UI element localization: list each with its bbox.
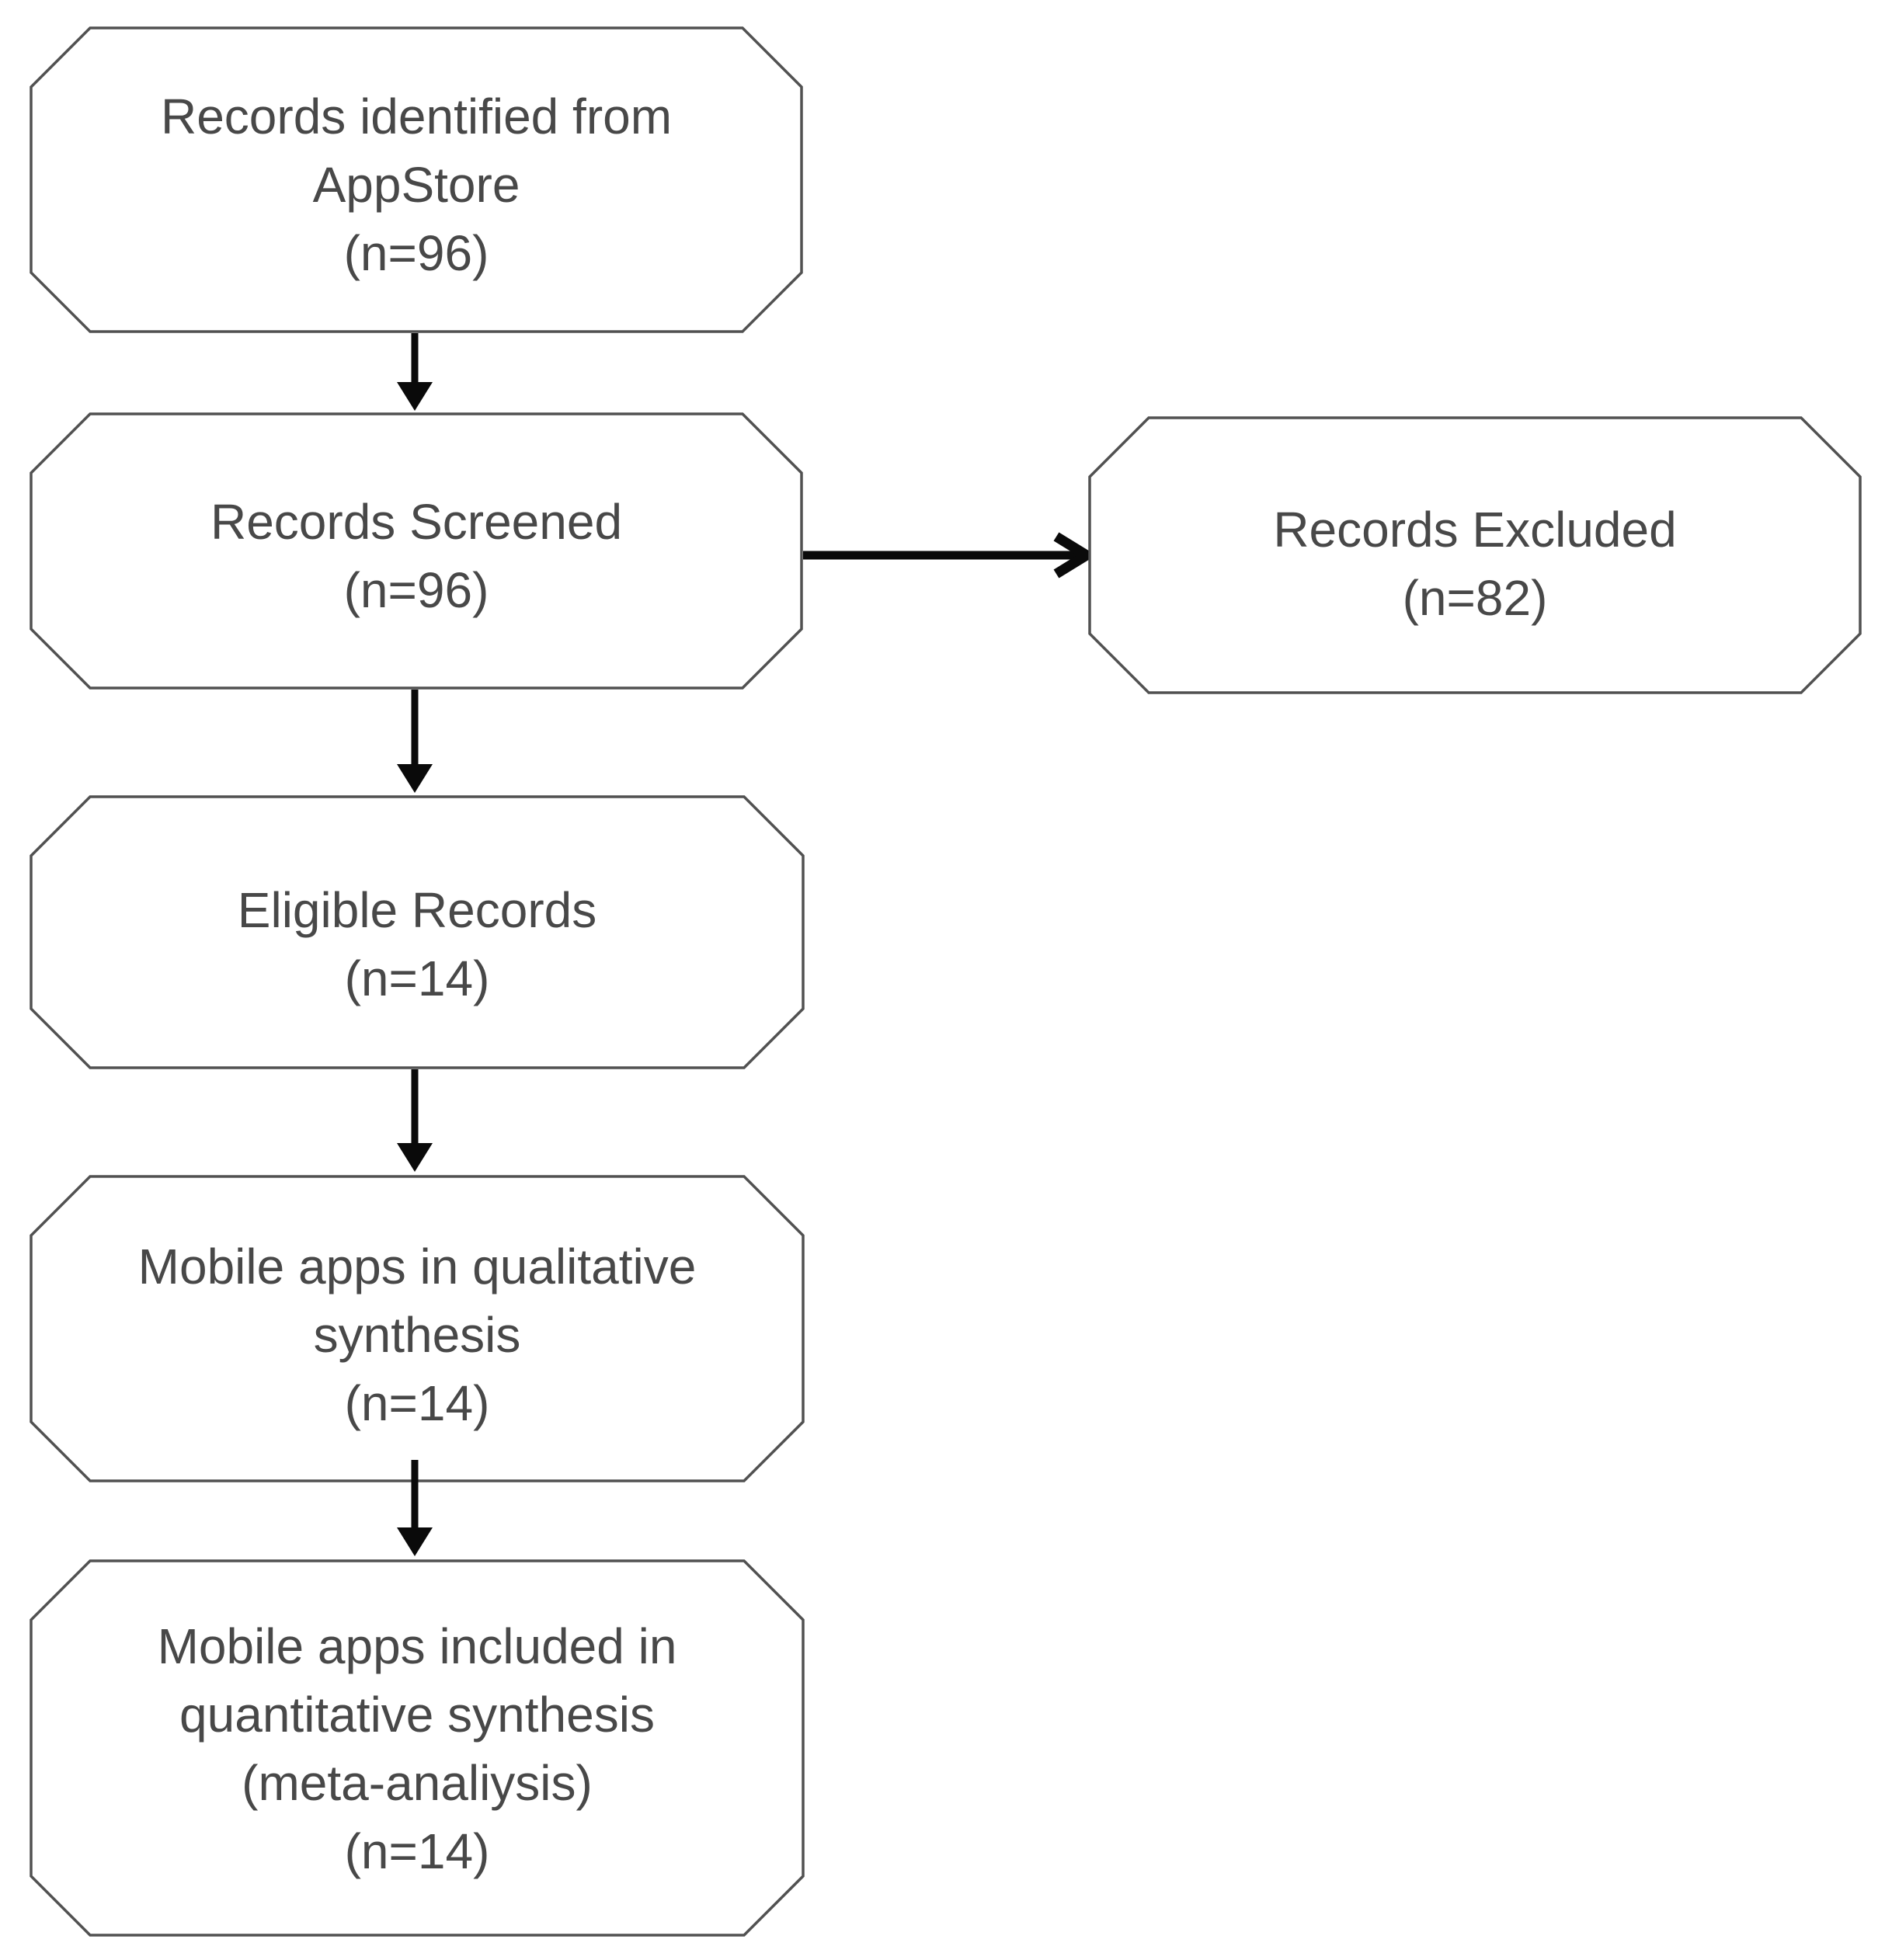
box-qualitative-synthesis: Mobile apps in qualitative synthesis (n=…: [30, 1175, 805, 1482]
quantitative-synthesis-line-3: (meta-analiysis): [242, 1755, 593, 1811]
eligible-records-line-1: Eligible Records: [238, 882, 596, 938]
qualitative-synthesis-line-2: synthesis: [314, 1307, 521, 1363]
quantitative-synthesis-count: (n=14): [345, 1823, 490, 1879]
records-identified-count: (n=96): [344, 225, 489, 281]
box-records-excluded: Records Excluded (n=82): [1088, 416, 1862, 694]
quantitative-synthesis-line-1: Mobile apps included in: [158, 1618, 677, 1674]
box-quantitative-synthesis: Mobile apps included in quantitative syn…: [30, 1559, 805, 1937]
box-eligible-records: Eligible Records (n=14): [30, 795, 805, 1069]
quantitative-synthesis-shape: [30, 1559, 805, 1937]
records-screened-line-1: Records Screened: [210, 494, 622, 550]
box-records-identified: Records identified from AppStore (n=96): [30, 26, 803, 333]
records-screened-count: (n=96): [344, 562, 489, 618]
records-excluded-line-1: Records Excluded: [1273, 502, 1676, 558]
arrow-screened-to-excluded: [803, 532, 1097, 579]
arrow-identified-to-screened-head: [397, 382, 433, 411]
records-excluded-count: (n=82): [1403, 570, 1548, 626]
box-records-screened: Records Screened (n=96): [30, 412, 803, 690]
arrow-screened-to-excluded-head: [1053, 532, 1097, 579]
records-identified-line-2: AppStore: [313, 157, 520, 213]
records-identified-shape: [30, 26, 803, 333]
arrow-qualitative-to-quantitative-head: [397, 1527, 433, 1556]
eligible-records-count: (n=14): [345, 950, 490, 1006]
records-identified-line-1: Records identified from: [161, 89, 672, 144]
quantitative-synthesis-line-2: quantitative synthesis: [179, 1687, 655, 1743]
arrow-qualitative-to-quantitative: [397, 1460, 433, 1556]
arrow-eligible-to-qualitative-head: [397, 1143, 433, 1172]
qualitative-synthesis-count: (n=14): [345, 1375, 490, 1431]
arrow-identified-to-screened: [397, 333, 433, 411]
arrow-eligible-to-qualitative: [397, 1069, 433, 1172]
records-screened-shape: [30, 412, 803, 690]
qualitative-synthesis-shape: [30, 1175, 805, 1482]
records-excluded-shape: [1088, 416, 1862, 694]
qualitative-synthesis-line-1: Mobile apps in qualitative: [138, 1239, 697, 1295]
arrow-screened-to-eligible-head: [397, 764, 433, 793]
arrow-screened-to-eligible: [397, 690, 433, 793]
eligible-records-shape: [30, 795, 805, 1069]
